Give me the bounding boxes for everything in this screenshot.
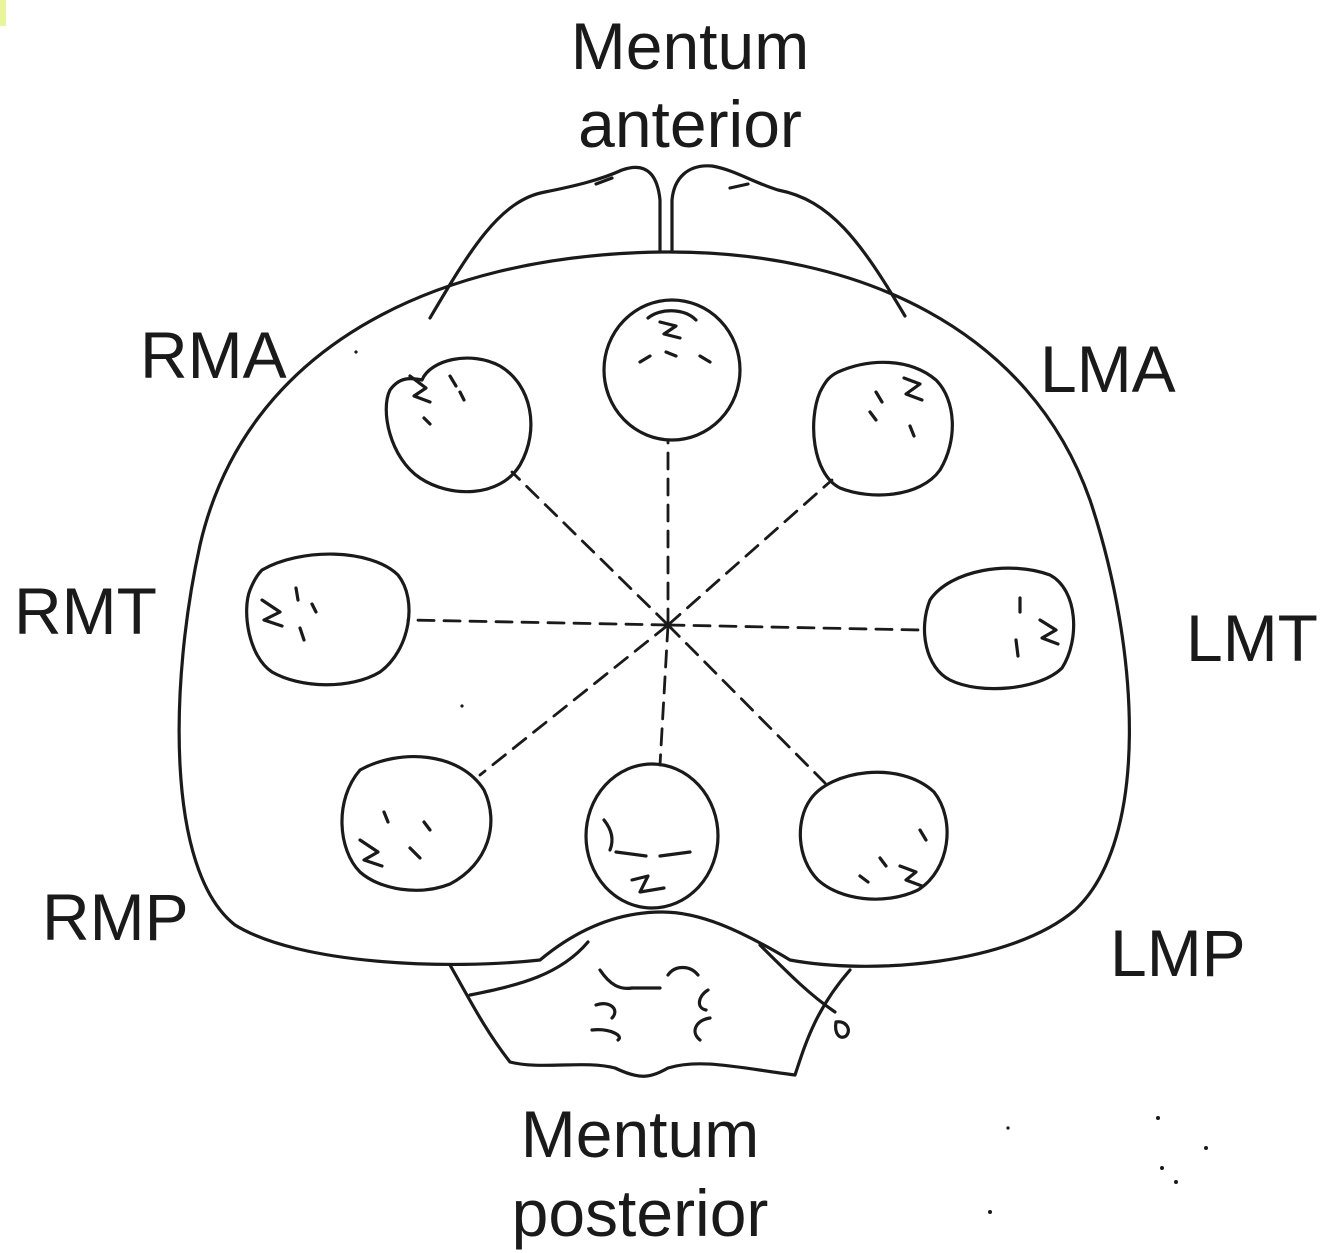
corner-marker (0, 0, 6, 26)
mentum-anterior-label: Mentum anterior (490, 8, 890, 164)
lma-label: LMA (1040, 332, 1176, 406)
fetal-head-lmp (798, 770, 949, 901)
sacrum-outline-bottom (448, 940, 852, 1078)
radial-guide-lines (406, 438, 922, 785)
rma-label: RMA (140, 318, 287, 392)
fetal-head-rmt (245, 552, 411, 687)
symphysis-outline-top (428, 164, 907, 320)
mentum-posterior-label: Mentum posterior (440, 1095, 840, 1253)
fetal-head-rmp (340, 755, 493, 892)
rmt-label: RMT (14, 574, 157, 648)
mentum-anterior-line2: anterior (578, 86, 802, 161)
lmp-label: LMP (1110, 916, 1246, 990)
fetal-head-rma (384, 356, 533, 494)
mentum-anterior-line1: Mentum (570, 9, 810, 83)
lmt-label: LMT (1186, 601, 1318, 675)
mentum-posterior-line1: Mentum (520, 1097, 760, 1171)
mentum-posterior-line2: posterior (511, 1176, 769, 1251)
scan-speckles (354, 350, 1208, 1214)
rmp-label: RMP (42, 880, 189, 954)
fetal-head-lma (812, 360, 954, 497)
fetal-head-ma (602, 298, 742, 442)
pelvic-inlet-outline (177, 250, 1131, 968)
fetal-head-mp (584, 762, 720, 910)
fetal-head-lmt (922, 566, 1076, 691)
